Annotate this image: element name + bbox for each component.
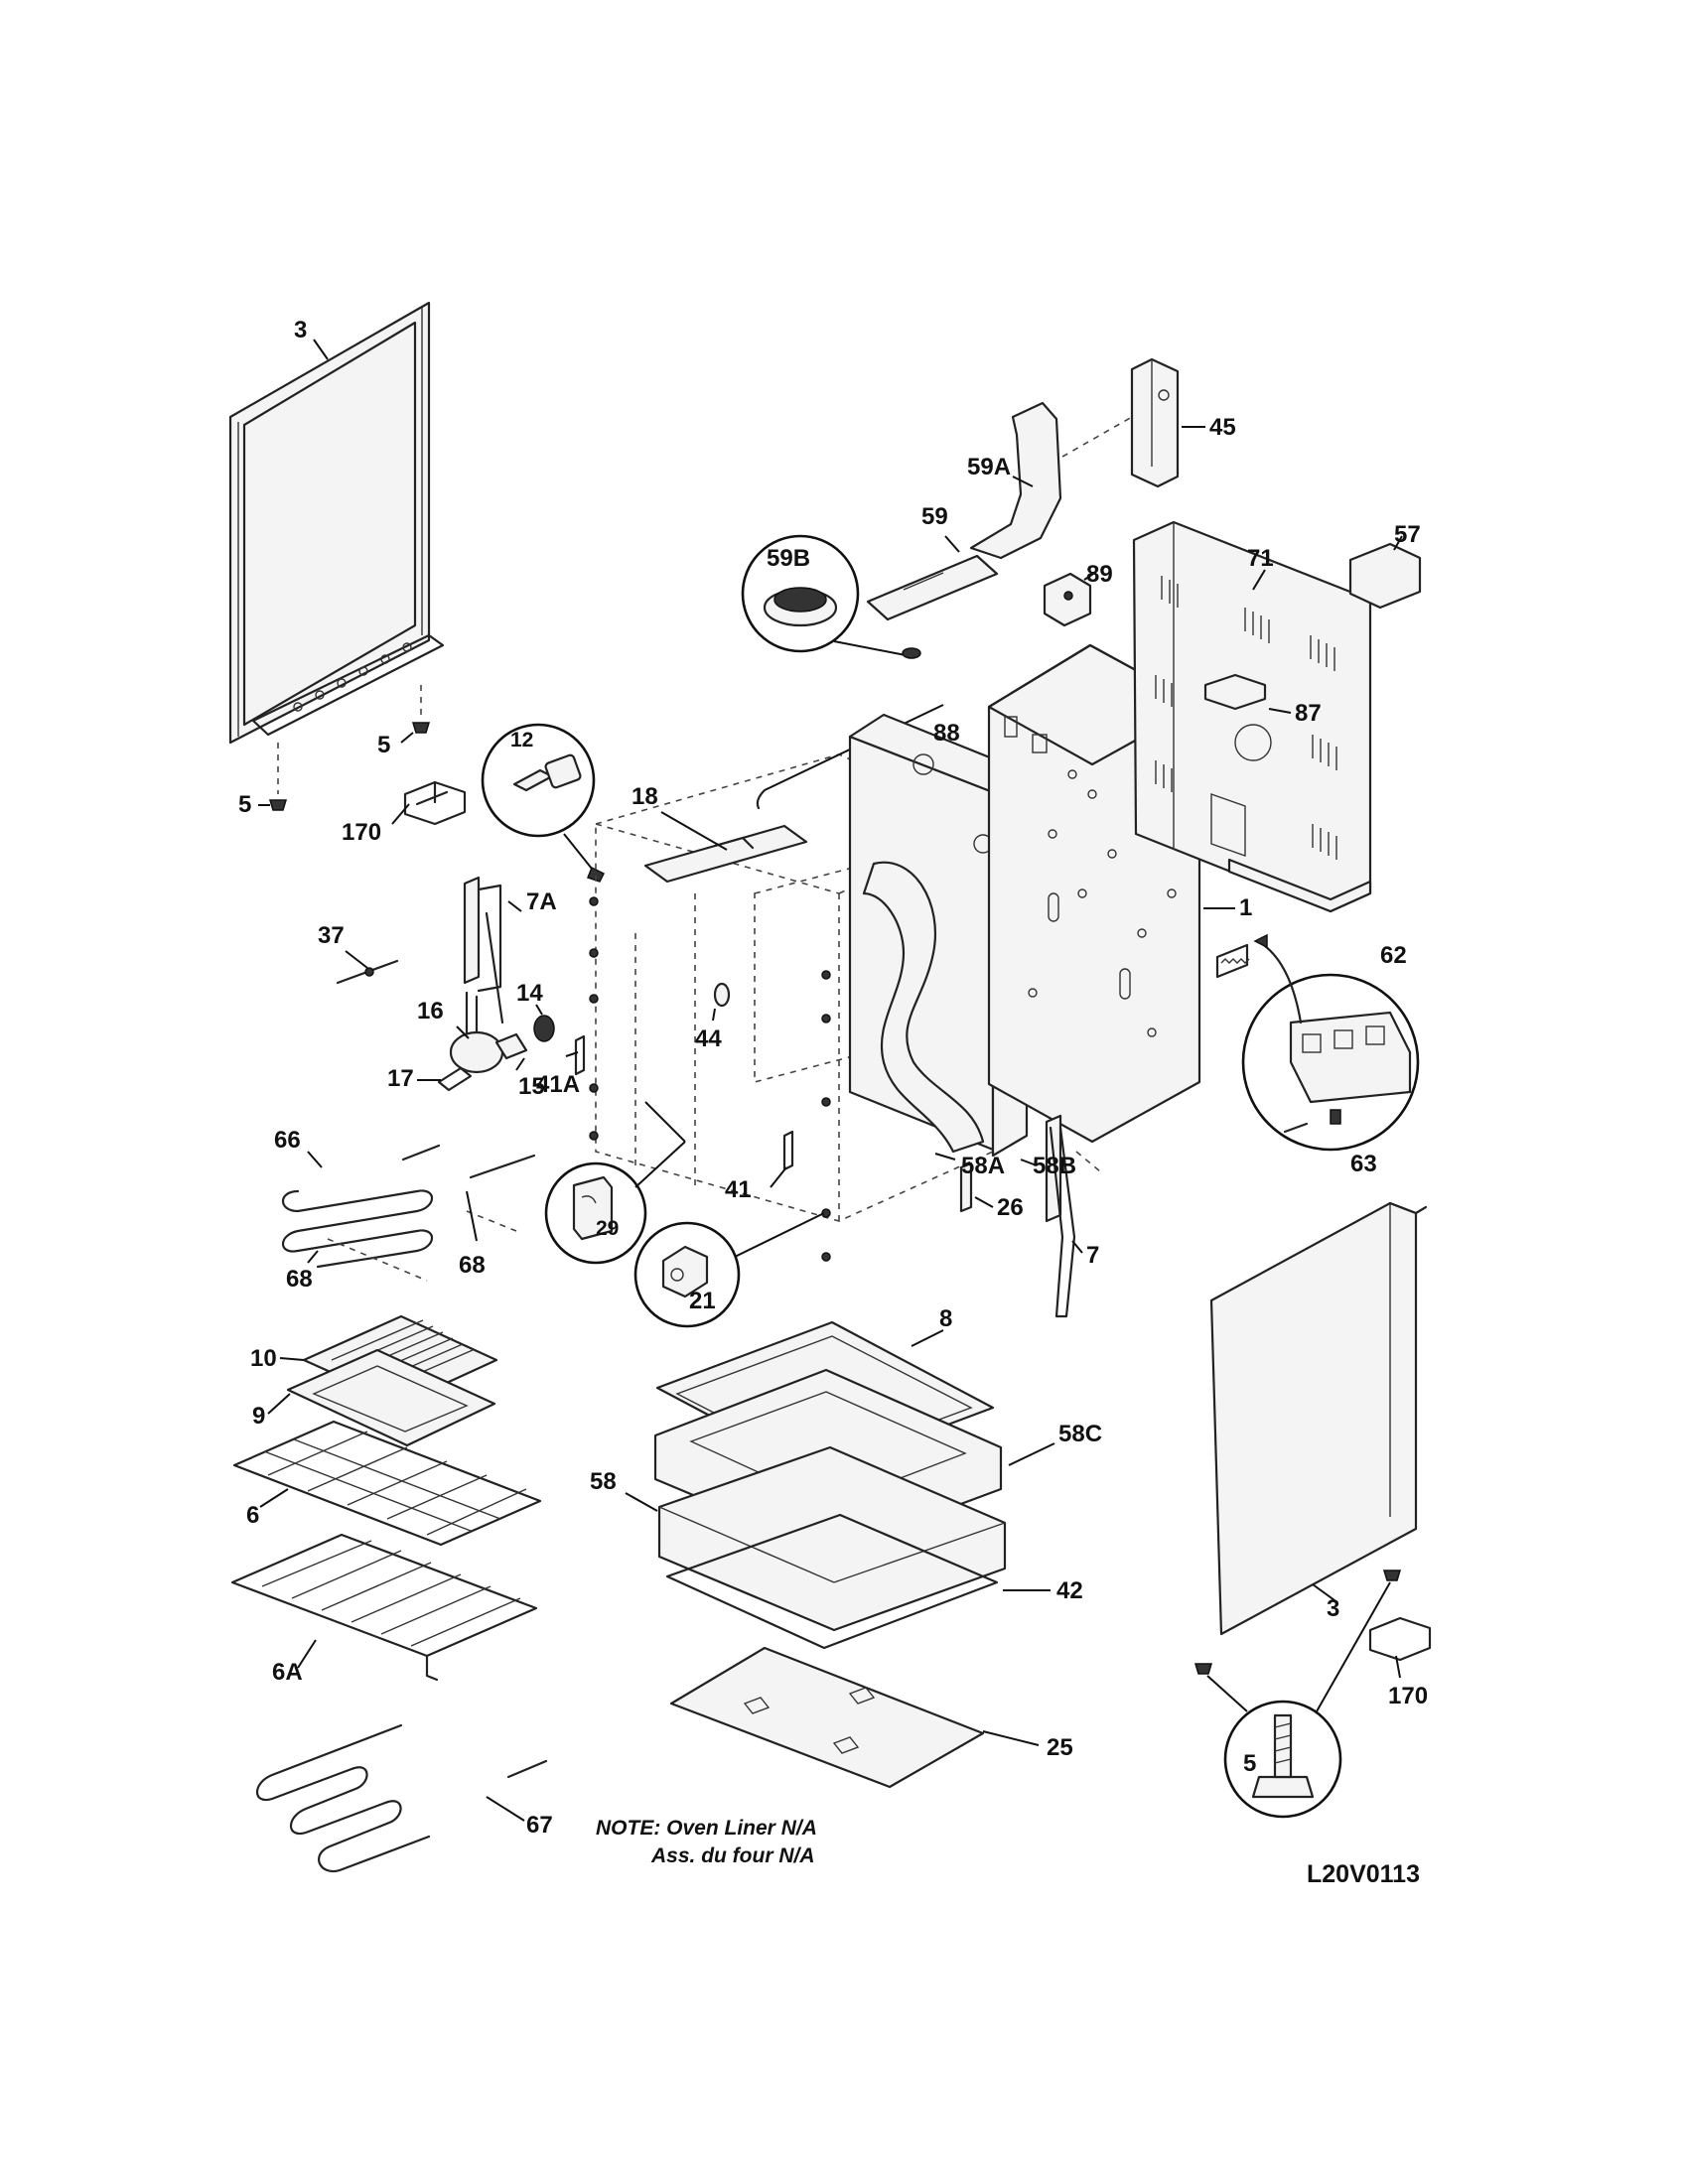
label-41A: 41A	[536, 1071, 580, 1098]
wire-37	[336, 950, 399, 985]
label-29: 29	[596, 1217, 619, 1240]
label-10: 10	[250, 1345, 277, 1372]
bracket-26	[959, 1161, 994, 1213]
drawing-code: L20V0113	[1307, 1860, 1420, 1888]
label-5-b: 5	[238, 791, 251, 818]
anti-tip-bracket-right	[1368, 1616, 1432, 1679]
label-15: 15	[518, 1073, 545, 1100]
label-1: 1	[1239, 894, 1252, 921]
oven-floor-42	[665, 1513, 1051, 1650]
label-5-zoom: 5	[1243, 1750, 1256, 1777]
broil-pan-9	[267, 1348, 496, 1447]
note-oven-liner: NOTE: Oven Liner N/A	[596, 1817, 817, 1840]
leveling-screw-b	[258, 743, 288, 811]
label-42: 42	[1056, 1577, 1083, 1604]
element-wires-68	[307, 1154, 536, 1282]
part-labels: 3 5 5 170 12 18 7A 37 14 16 17 15 41A 44…	[238, 317, 1428, 1839]
label-21: 21	[689, 1288, 716, 1314]
label-170-right: 170	[1388, 1683, 1428, 1709]
label-170-left: 170	[342, 819, 381, 846]
label-25: 25	[1047, 1734, 1073, 1761]
top-insulation-18	[643, 811, 808, 884]
left-side-panel	[228, 301, 445, 745]
label-3-right: 3	[1327, 1595, 1339, 1622]
cover-plate-57	[1348, 535, 1422, 610]
terminal-box-45	[1061, 357, 1205, 488]
label-59: 59	[921, 503, 948, 530]
sensor-44	[712, 982, 731, 1022]
label-6A: 6A	[272, 1659, 303, 1686]
label-18: 18	[632, 783, 658, 810]
bracket-41A	[565, 1034, 586, 1076]
label-3-left: 3	[294, 317, 307, 343]
front-frame-58A-58B	[848, 713, 1042, 1166]
label-68-left: 68	[286, 1266, 313, 1293]
label-63: 63	[1350, 1151, 1377, 1177]
label-59A: 59A	[967, 454, 1011, 480]
label-16: 16	[417, 998, 444, 1024]
callout-62-terminal-block	[1215, 933, 1420, 1152]
duct-59A	[969, 401, 1062, 560]
label-7A: 7A	[526, 888, 557, 915]
label-44: 44	[695, 1025, 722, 1052]
label-62: 62	[1380, 942, 1407, 969]
label-87: 87	[1295, 700, 1322, 727]
leveling-screw-a	[400, 685, 431, 744]
callout-5-leveling-leg	[1206, 1581, 1391, 1819]
label-59B: 59B	[767, 545, 810, 572]
label-71: 71	[1247, 545, 1274, 572]
leveling-screw-right-b	[1193, 1663, 1213, 1675]
label-26: 26	[997, 1194, 1024, 1221]
callout-12-door-switch	[481, 723, 606, 883]
duct-59	[866, 535, 999, 621]
bracket-41	[770, 1130, 794, 1188]
insulation-58	[625, 1445, 1007, 1632]
oven-rack-6	[232, 1420, 542, 1547]
oven-rack-6A	[230, 1533, 538, 1682]
label-67: 67	[526, 1812, 553, 1839]
label-41: 41	[725, 1176, 752, 1203]
label-58A: 58A	[961, 1153, 1005, 1179]
callout-29-clip	[544, 1101, 686, 1265]
rear-panel-71	[1132, 520, 1372, 913]
label-8: 8	[939, 1305, 952, 1332]
note-oven-liner-fr: Ass. du four N/A	[650, 1844, 815, 1867]
label-14: 14	[516, 980, 543, 1007]
callout-59B-filter	[741, 534, 921, 659]
bottom-plate-25	[669, 1646, 1040, 1789]
bracket-89	[1043, 571, 1097, 627]
hinge-7	[1045, 1114, 1101, 1318]
oven-light-assembly	[417, 1004, 555, 1092]
label-57: 57	[1394, 521, 1421, 548]
leveling-screw-right-a	[1382, 1570, 1402, 1581]
label-66: 66	[274, 1127, 301, 1154]
label-7: 7	[1086, 1242, 1099, 1269]
label-12: 12	[510, 729, 533, 751]
label-17: 17	[387, 1065, 414, 1092]
bake-element-67	[256, 1723, 548, 1873]
label-58B: 58B	[1033, 1153, 1076, 1179]
callout-21-grommet	[633, 1212, 825, 1328]
anti-tip-bracket-left	[391, 780, 467, 826]
label-68-right: 68	[459, 1252, 486, 1279]
broil-element-66	[281, 1144, 441, 1269]
label-37: 37	[318, 922, 345, 949]
right-side-panel	[1209, 1201, 1428, 1636]
hinge-7A	[463, 876, 522, 1048]
label-45: 45	[1209, 414, 1236, 441]
label-9: 9	[252, 1403, 265, 1430]
label-58C: 58C	[1058, 1421, 1102, 1447]
label-89: 89	[1086, 561, 1113, 588]
label-6: 6	[246, 1502, 259, 1529]
label-58: 58	[590, 1468, 617, 1495]
label-5-a: 5	[377, 732, 390, 758]
label-88: 88	[933, 720, 960, 747]
